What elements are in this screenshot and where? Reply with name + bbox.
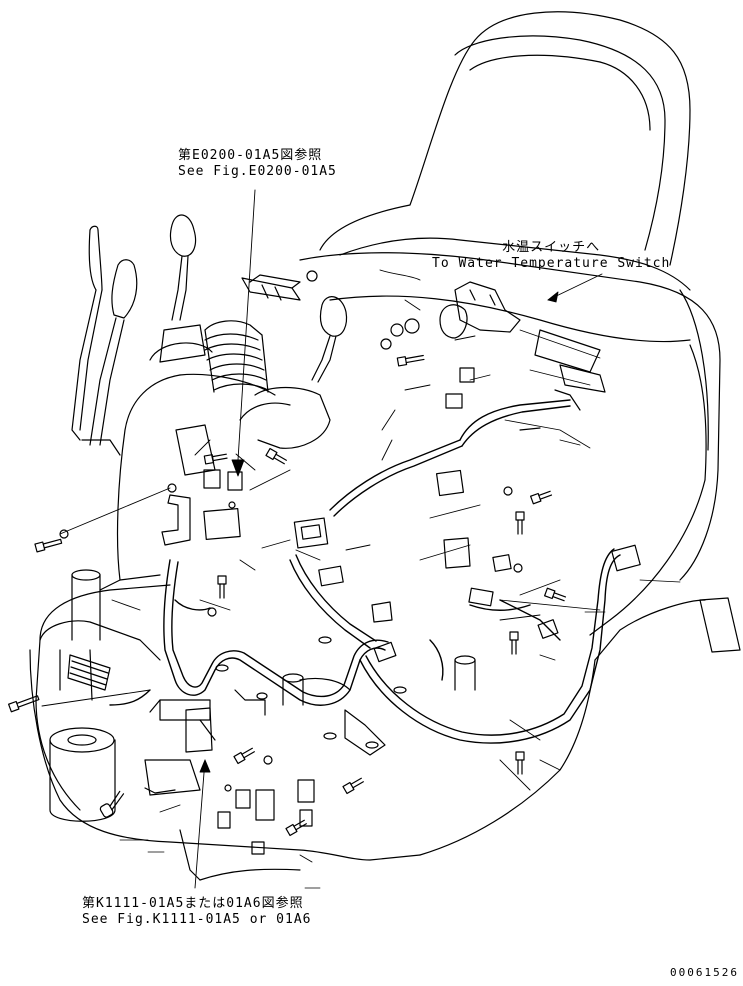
reference-note-en: See Fig.K1111-01A5 or 01A6 xyxy=(82,912,312,927)
reference-note-jp: 第E0200-01A5図参照 xyxy=(178,148,323,163)
console-base xyxy=(29,373,706,881)
connectors xyxy=(59,270,641,855)
bolts xyxy=(8,354,567,837)
reference-note-en: See Fig.E0200-01A5 xyxy=(178,164,337,179)
drawing-number: 00061526 xyxy=(670,966,739,979)
reference-note-k1111: 第K1111-01A5または01A6図参照 See Fig.K1111-01A5… xyxy=(82,896,312,928)
water-temperature-note: 水温スイッチへ To Water Temperature Switch xyxy=(432,240,670,272)
reference-note-jp: 第K1111-01A5または01A6図参照 xyxy=(82,896,304,911)
control-levers xyxy=(71,214,348,456)
water-temperature-note-jp: 水温スイッチへ xyxy=(502,240,601,255)
leader-lines xyxy=(41,189,603,889)
callout-bars xyxy=(119,329,681,889)
reference-note-e0200: 第E0200-01A5図参照 See Fig.E0200-01A5 xyxy=(178,148,337,180)
water-temperature-note-en: To Water Temperature Switch xyxy=(432,256,671,271)
main-harness xyxy=(109,399,621,744)
seat-outline xyxy=(299,11,741,653)
